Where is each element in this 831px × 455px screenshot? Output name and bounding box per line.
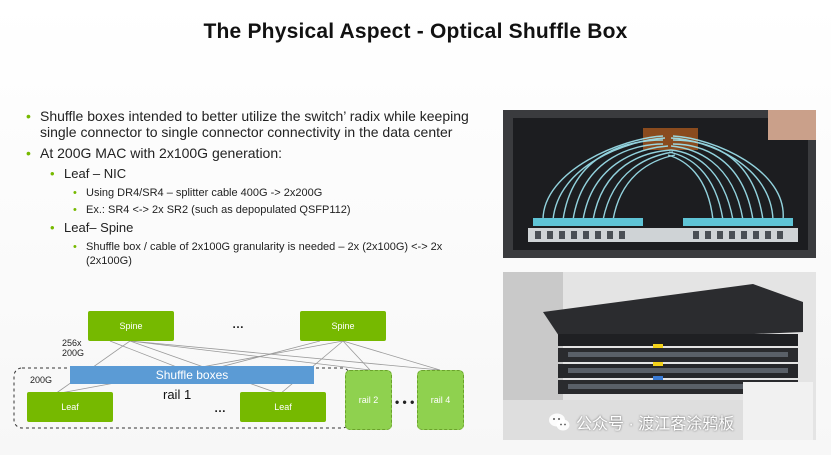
rail1-label: rail 1 <box>163 387 192 402</box>
photo-shuffle-box-top <box>503 110 816 258</box>
leaf-node-left: Leaf <box>27 392 113 422</box>
link-count-label: 256x 200G <box>62 338 85 358</box>
rail-ellipsis: • • • <box>395 395 415 409</box>
bullet-item: • Ex.: SR4 <-> 2x SR2 (such as depopulate… <box>26 203 476 217</box>
spine-ellipsis: … <box>232 317 244 331</box>
slide-title: The Physical Aspect - Optical Shuffle Bo… <box>203 20 628 43</box>
wechat-icon <box>549 413 570 431</box>
leaf-ellipsis: … <box>214 401 226 415</box>
bullet-item: • Leaf– Spine <box>26 220 476 236</box>
bullet-marker: • <box>50 220 55 235</box>
rail-speed-label: 200G <box>30 375 53 385</box>
bullet-item: • Leaf – NIC <box>26 166 476 182</box>
network-diagram: Spine … Spine 256x 200G 200G Shuffle box… <box>0 295 500 455</box>
bullet-text: Leaf– Spine <box>64 220 134 235</box>
spine-node-right: Spine <box>300 311 386 341</box>
bullet-marker: • <box>26 108 31 124</box>
bullet-item: • Shuffle box / cable of 2x100G granulari… <box>26 240 476 268</box>
watermark-text: 公众号 · 渡江客涂鸦板 <box>576 416 735 433</box>
bullet-text: Using DR4/SR4 – splitter cable 400G -> 2… <box>86 187 323 199</box>
bullet-item: • At 200G MAC with 2x100G generation: <box>26 145 476 161</box>
bullet-marker: • <box>73 204 77 216</box>
bullet-marker: • <box>26 145 31 161</box>
photo-shuffle-box-rack <box>503 272 816 440</box>
bullet-item: • Using DR4/SR4 – splitter cable 400G -> … <box>26 186 476 200</box>
bullet-text: Shuffle boxes intended to better utilize… <box>40 108 469 140</box>
bullet-marker: • <box>50 166 55 181</box>
photo-fiber-illustration <box>503 110 816 258</box>
bullet-marker: • <box>73 187 77 199</box>
watermark: 公众号 · 渡江客涂鸦板 <box>548 410 734 434</box>
bullet-text: Leaf – NIC <box>64 166 127 181</box>
bullet-text: At 200G MAC with 2x100G generation: <box>40 145 283 161</box>
bullet-marker: • <box>73 241 77 253</box>
rail-4-box: rail 4 <box>417 370 464 430</box>
bullet-list: • Shuffle boxes intended to better utiliz… <box>26 108 476 271</box>
rail-2-box: rail 2 <box>345 370 392 430</box>
leaf-node-right: Leaf <box>240 392 326 422</box>
bullet-text: Ex.: SR4 <-> 2x SR2 (such as depopulated… <box>86 204 351 216</box>
photo-rack-illustration <box>503 272 816 440</box>
bullet-text: Shuffle box / cable of 2x100G granularit… <box>86 241 443 267</box>
spine-node-left: Spine <box>88 311 174 341</box>
bullet-item: • Shuffle boxes intended to better utiliz… <box>26 108 476 140</box>
shuffle-boxes-bar: Shuffle boxes <box>70 366 314 384</box>
